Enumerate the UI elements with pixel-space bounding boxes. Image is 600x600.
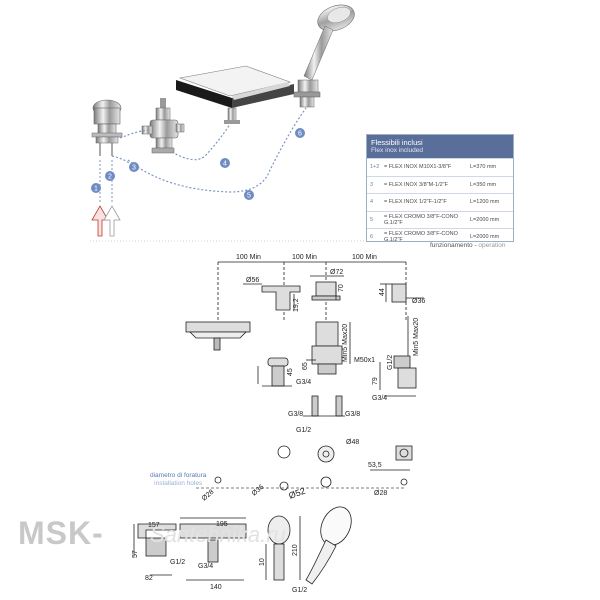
svg-text:100 Min: 100 Min — [352, 254, 377, 261]
svg-text:Ø28: Ø28 — [374, 490, 387, 497]
svg-text:45: 45 — [287, 368, 294, 376]
svg-text:100 Min: 100 Min — [292, 254, 317, 261]
svg-text:4: 4 — [223, 161, 227, 168]
svg-text:G3/8: G3/8 — [345, 411, 360, 418]
svg-text:57: 57 — [132, 550, 139, 558]
svg-text:6: 6 — [298, 131, 302, 138]
svg-text:Ø72: Ø72 — [330, 269, 343, 276]
dimension-labels: 100 Min 100 Min 100 Min Ø72 Ø56 Ø36 70 4… — [132, 254, 425, 594]
callout-1: 1 — [91, 183, 101, 193]
svg-text:5: 5 — [247, 193, 251, 200]
svg-text:G3/4: G3/4 — [372, 395, 387, 402]
svg-text:140: 140 — [210, 584, 222, 591]
svg-text:Min5 Max20: Min5 Max20 — [413, 318, 420, 356]
svg-text:Ø48: Ø48 — [346, 439, 359, 446]
dimension-drawings — [133, 261, 424, 585]
svg-text:195: 195 — [216, 521, 228, 528]
svg-text:M50x1: M50x1 — [354, 357, 375, 364]
svg-text:79: 79 — [372, 377, 379, 385]
waterfall-spout — [176, 65, 294, 124]
svg-text:19,2: 19,2 — [293, 298, 300, 312]
svg-text:G1/2: G1/2 — [292, 587, 307, 594]
svg-text:10: 10 — [259, 558, 266, 566]
callout-5: 5 — [244, 190, 254, 200]
operation-legend: funzionamento - operation — [430, 242, 506, 249]
svg-text:2: 2 — [108, 174, 112, 181]
installation-note: diametro di foratura installation holes — [150, 472, 207, 487]
flex-table-header: Flessibili inclusi Flex inox included — [367, 135, 513, 158]
callout-2: 2 — [105, 171, 115, 181]
supply-arrows — [91, 160, 121, 237]
svg-text:Ø28: Ø28 — [201, 489, 216, 503]
hose-lines — [111, 107, 307, 193]
flex-table-subtitle: Flex inox included — [371, 147, 424, 154]
svg-text:Ø56: Ø56 — [246, 277, 259, 284]
svg-text:82: 82 — [145, 575, 153, 582]
flex-table-title: Flessibili inclusi — [371, 138, 423, 147]
thermostatic-body — [141, 98, 185, 154]
svg-text:157: 157 — [148, 522, 160, 529]
svg-text:53,5: 53,5 — [368, 462, 382, 469]
svg-text:G1/2: G1/2 — [387, 355, 394, 370]
callout-3: 3 — [129, 162, 139, 172]
product-illustration: 1 2 3 4 5 6 — [91, 4, 355, 237]
svg-text:1: 1 — [94, 186, 98, 193]
svg-text:70: 70 — [338, 284, 345, 292]
hand-shower — [293, 4, 355, 108]
watermark-logo: MSK- — [18, 515, 104, 551]
svg-text:210: 210 — [292, 544, 299, 556]
svg-text:Ø36: Ø36 — [412, 298, 425, 305]
svg-text:3: 3 — [132, 165, 136, 172]
watermark-text: Santehnika.ru — [150, 522, 286, 547]
svg-text:G1/2: G1/2 — [170, 559, 185, 566]
svg-text:Ø52: Ø52 — [287, 486, 306, 501]
svg-text:G3/8: G3/8 — [288, 411, 303, 418]
callout-4: 4 — [220, 158, 230, 168]
svg-text:65: 65 — [302, 362, 309, 370]
svg-text:G3/4: G3/4 — [296, 379, 311, 386]
svg-text:G1/2: G1/2 — [296, 427, 311, 434]
svg-text:44: 44 — [379, 288, 386, 296]
callout-6: 6 — [295, 128, 305, 138]
svg-text:100 Min: 100 Min — [236, 254, 261, 261]
svg-text:G3/4: G3/4 — [198, 563, 213, 570]
svg-text:Ø36: Ø36 — [251, 484, 266, 498]
flex-hose-table: Flessibili inclusi Flex inox included 1+… — [366, 134, 514, 243]
diverter-valve — [91, 99, 123, 156]
svg-text:Min5 Max20: Min5 Max20 — [342, 324, 349, 362]
